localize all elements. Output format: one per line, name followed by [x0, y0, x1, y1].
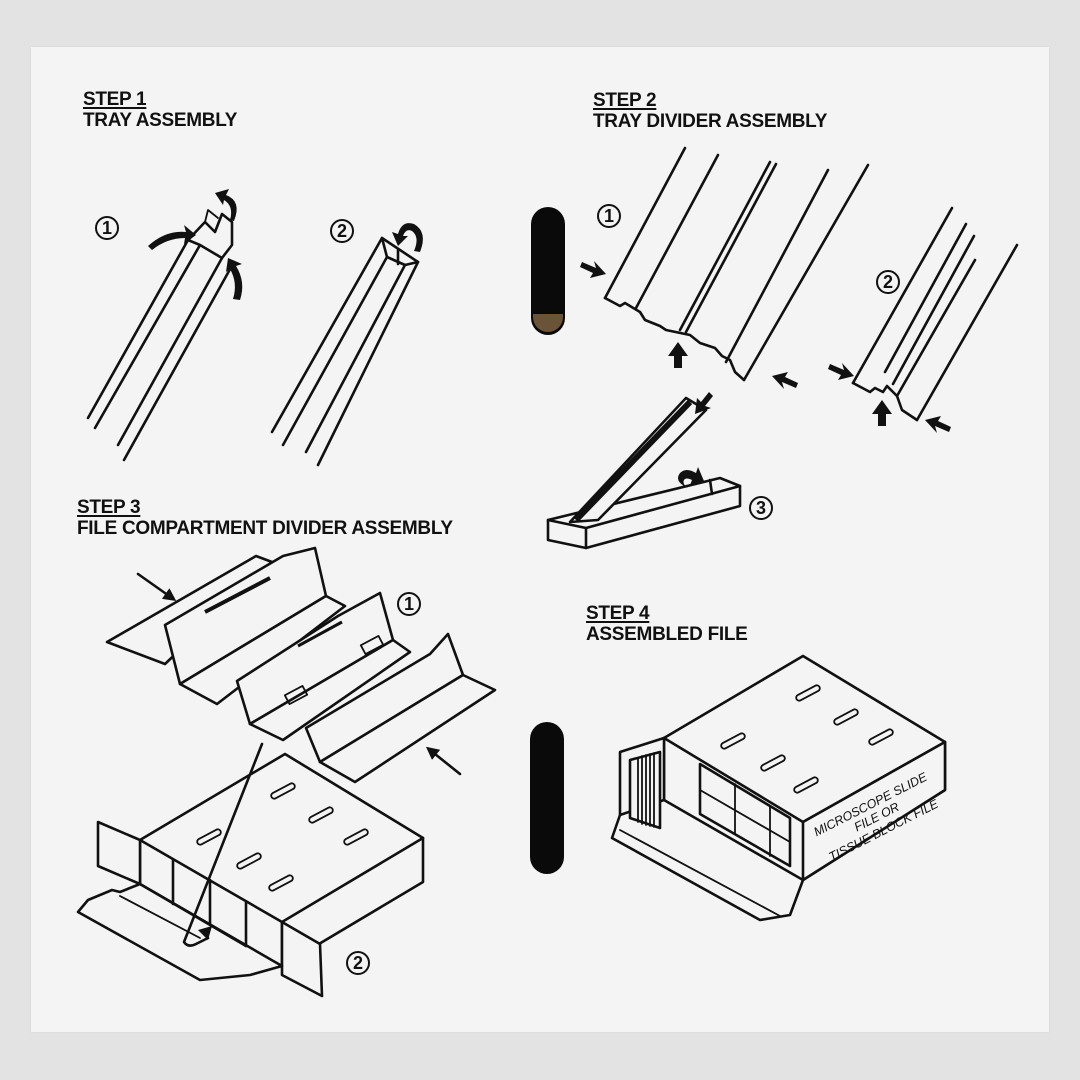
step-2-illustration-3 — [546, 392, 742, 550]
step-3-illustration-2 — [76, 742, 425, 998]
step-1-illustration-1 — [86, 189, 243, 462]
step-3-sub-2-marker: 2 — [346, 951, 370, 975]
step-2-sub-3-marker: 3 — [749, 496, 773, 520]
marker-text: 1 — [603, 205, 614, 226]
marker-text: 2 — [882, 271, 893, 292]
step-4-label: STEP 4 — [586, 603, 650, 624]
step-1-title: TRAY ASSEMBLY — [83, 109, 238, 131]
step-2-title: TRAY DIVIDER ASSEMBLY — [593, 110, 828, 132]
step-2-sub-2-marker: 2 — [876, 270, 900, 294]
marker-text: 1 — [403, 593, 414, 614]
step-1-sub-2-marker: 2 — [330, 219, 354, 243]
step-2-illustration-2 — [828, 206, 1019, 433]
step-1-heading: STEP 1 TRAY ASSEMBLY — [83, 89, 238, 132]
step-2-label: STEP 2 — [593, 90, 657, 111]
step-3-label: STEP 3 — [77, 497, 141, 518]
step-3-heading: STEP 3 FILE COMPARTMENT DIVIDER ASSEMBLY — [77, 497, 453, 540]
step-4-heading: STEP 4 ASSEMBLED FILE — [586, 603, 748, 646]
step-1-illustration-2 — [270, 223, 423, 467]
step-2-illustration-1 — [580, 146, 870, 389]
marker-text: 2 — [352, 952, 363, 973]
step-2-heading: STEP 2 TRAY DIVIDER ASSEMBLY — [593, 90, 828, 133]
step-1-label: STEP 1 — [83, 89, 147, 110]
marker-text: 1 — [101, 217, 112, 238]
handle-slot-top — [531, 207, 565, 335]
step-3-sub-1-marker: 1 — [397, 592, 421, 616]
handle-slot-bottom — [530, 722, 564, 874]
step-3-title: FILE COMPARTMENT DIVIDER ASSEMBLY — [77, 517, 453, 539]
step-4-illustration — [610, 654, 947, 922]
step-3-illustration-1 — [105, 546, 497, 784]
step-1-sub-1-marker: 1 — [95, 216, 119, 240]
step-2-sub-1-marker: 1 — [597, 204, 621, 228]
step-4-title: ASSEMBLED FILE — [586, 623, 748, 645]
marker-text: 3 — [755, 497, 766, 518]
marker-text: 2 — [336, 220, 347, 241]
